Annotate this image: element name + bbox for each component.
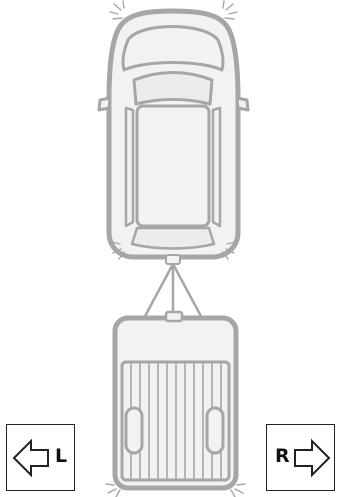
car-windshield bbox=[134, 73, 212, 105]
tow-hitch bbox=[143, 255, 203, 320]
car-window-right bbox=[213, 108, 220, 226]
left-signal-button[interactable]: L bbox=[6, 424, 75, 491]
trailer bbox=[115, 312, 236, 488]
car-rear-window bbox=[132, 228, 214, 249]
right-signal-label: R bbox=[275, 446, 290, 466]
car-mirror-right bbox=[237, 98, 248, 110]
trailer-wheel-right bbox=[207, 408, 223, 453]
trailer-wheel-left bbox=[126, 408, 142, 453]
trailer-coupler bbox=[166, 312, 182, 321]
car bbox=[99, 11, 248, 257]
car-roof bbox=[137, 106, 209, 226]
car-hood bbox=[123, 27, 223, 71]
car-mirror-left bbox=[99, 98, 110, 110]
left-signal-label: L bbox=[55, 446, 67, 466]
right-signal-button[interactable]: R bbox=[266, 424, 335, 491]
car-window-left bbox=[126, 108, 133, 226]
